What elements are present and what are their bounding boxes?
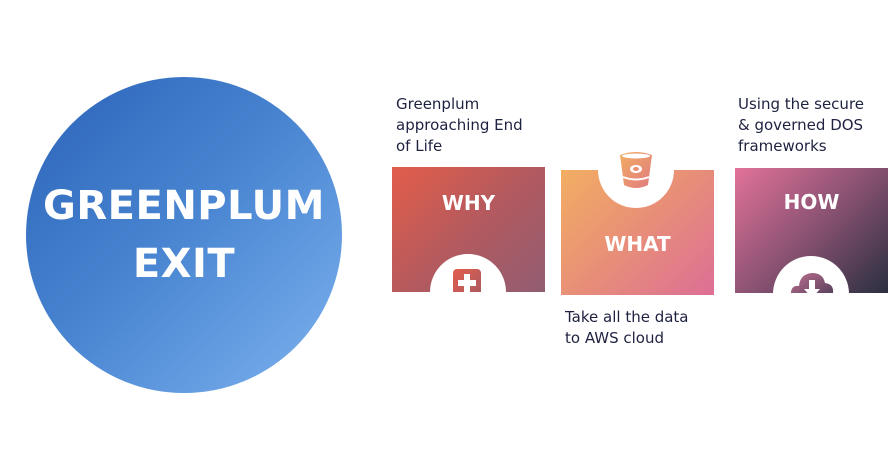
caption-line: Take all the data	[565, 308, 689, 326]
why-card: WHY	[392, 167, 545, 292]
caption-line: approaching End	[396, 116, 523, 134]
plus-icon	[453, 269, 481, 292]
title-line-1: GREENPLUM	[43, 183, 325, 229]
caption-line: Using the secure	[738, 95, 865, 113]
why-label: WHY	[441, 191, 496, 215]
why-caption: Greenplum approaching End of Life	[396, 94, 523, 157]
how-card: HOW	[735, 168, 888, 293]
what-caption: Take all the data to AWS cloud	[565, 307, 689, 349]
caption-line: frameworks	[738, 137, 827, 155]
how-label: HOW	[783, 190, 840, 214]
caption-line: to AWS cloud	[565, 329, 665, 347]
title-line-2: EXIT	[132, 241, 236, 287]
caption-line: of Life	[396, 137, 443, 155]
caption-line: & governed DOS	[738, 116, 864, 134]
how-caption: Using the secure & governed DOS framewor…	[738, 94, 864, 157]
cloud-download-icon	[790, 273, 834, 293]
caption-line: Greenplum	[396, 95, 480, 113]
greenplum-exit-circle: GREENPLUM EXIT	[26, 77, 342, 393]
what-card: WHAT	[561, 170, 714, 295]
bucket-icon	[620, 152, 652, 188]
what-label: WHAT	[604, 232, 671, 256]
